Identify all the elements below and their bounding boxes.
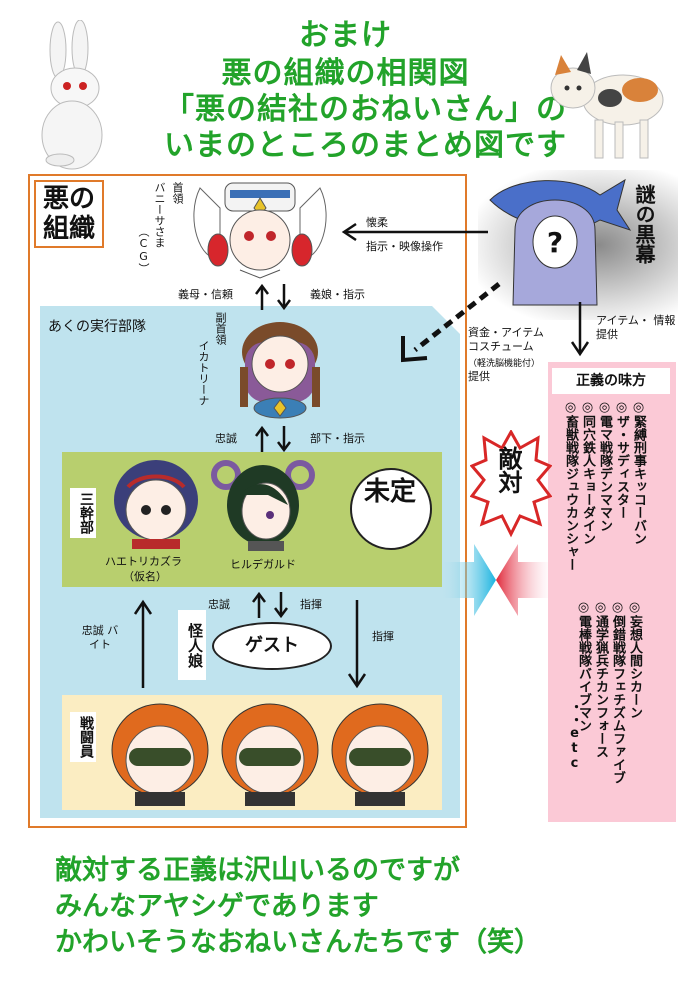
member1-name: ハエトリカズラ: [105, 555, 182, 568]
justice-item-3: ◎電マ戦隊デンママン: [597, 400, 612, 532]
boss-title: 首領: [171, 182, 184, 204]
hostile-burst: [470, 430, 552, 538]
footer-line-1: 敵対する正義は沢山いるのですが: [55, 855, 460, 886]
staff-label: 戦闘員: [70, 712, 96, 762]
boss-name: バニーサさま: [153, 182, 166, 248]
boss-rel-up: 義母・信頼: [178, 288, 233, 301]
footer-line-2: みんなアヤシゲであります: [55, 891, 379, 922]
justice-list-a: ◎緊縛刑事キッコーバン ◎ザ・サディスター ◎電マ戦隊デンママン ◎同穴鉄人キョ…: [562, 400, 647, 650]
evil-org-frame: [28, 174, 467, 828]
vice-sanbu-arrows: [255, 425, 291, 453]
staff-down-arrow: [347, 600, 367, 689]
boss-note: （CG）: [137, 226, 150, 274]
vice-rel-down: 部下・指示: [310, 432, 365, 445]
mystery-to-justice: アイテム・ 情報提供: [596, 314, 676, 341]
justice-item-1: ◎緊縛刑事キッコーバン: [631, 400, 646, 545]
boss-vice-arrows: [255, 283, 291, 311]
hostile-label: 敵対: [494, 446, 522, 494]
guest-oval: ゲスト: [212, 622, 332, 670]
mystery-to-boss-2: 指示・映像操作: [366, 240, 443, 253]
grunt-1: [111, 703, 209, 806]
staff-portraits: [111, 703, 429, 806]
justice-item-2: ◎ザ・サディスター: [614, 400, 629, 519]
sanbu-label: 三幹部: [70, 488, 96, 538]
footer-line-3: かわいそうなおねいさんたちです（笑）: [55, 927, 541, 958]
title-line-3: 「悪の結社のおねいさん」の: [164, 92, 567, 127]
justice-etc: ・・etc: [567, 700, 582, 771]
justice-item-6: ◎妄想人間シカーン: [627, 600, 642, 719]
vice-title: 副首領: [214, 312, 227, 345]
sanbu-rel-down: 指揮: [300, 598, 322, 611]
justice-box: [548, 362, 676, 822]
vice-portrait: [240, 322, 320, 419]
mystery-to-boss-1: 懐柔: [366, 216, 388, 229]
justice-list-b: ◎妄想人間シカーン ◎倒錯戦隊フェチズムファイブ ◎通学猟兵チカンフォース ◎電…: [575, 600, 643, 800]
justice-item-9: ◎電棒戦隊バイブマン: [576, 600, 591, 732]
sanbu-rel-up: 忠誠: [208, 598, 230, 611]
mystery-to-exec-tail: 提供: [468, 370, 490, 383]
justice-item-5: ◎畜獣戦隊ジュウカンシャー: [563, 400, 578, 571]
member3-name: 未定: [363, 477, 416, 507]
mystery-to-justice-arrow: [570, 302, 590, 357]
guest-label: 怪人娘: [178, 610, 206, 680]
title-line-4: いまのところのまとめ図です: [164, 128, 567, 163]
justice-item-8: ◎通学猟兵チカンフォース: [593, 600, 608, 758]
evil-org-label: 悪の組織: [34, 180, 104, 248]
mystery-to-exec: 資金・アイテム コスチューム: [468, 326, 544, 353]
boss-rel-down: 義娘・指示: [310, 288, 365, 301]
justice-label: 正義の味方: [552, 368, 670, 394]
mystery-figure: ?: [489, 178, 632, 306]
cat-illustration: [550, 52, 664, 159]
title-line-1: おまけ: [299, 18, 392, 53]
member1-note: （仮名）: [123, 570, 167, 583]
mystery-label: 謎の黒幕: [632, 184, 656, 264]
member2-portrait: [211, 460, 315, 551]
member2-name: ヒルデガルド: [230, 558, 296, 571]
member3-circle: [350, 468, 432, 550]
rabbit-illustration: [41, 20, 103, 170]
staff-up-arrow: [133, 599, 153, 688]
mystery-to-exec-note: （軽洗脳機能付）: [468, 359, 541, 369]
boss-portrait: [193, 182, 327, 279]
title-line-2: 悪の組織の相関図: [221, 56, 470, 91]
member1-portrait: [114, 460, 198, 549]
confront-arrows: [442, 544, 548, 616]
justice-item-7: ◎倒錯戦隊フェチズムファイブ: [610, 600, 625, 784]
grunt-2: [221, 703, 319, 806]
staff-rel-up: 忠誠 バイト: [81, 624, 119, 651]
mystery-to-boss-arrow: [341, 222, 488, 242]
staff-rel-down: 指揮: [372, 630, 394, 643]
grunt-3: [331, 703, 429, 806]
mystery-symbol: ?: [547, 226, 563, 259]
mystery-to-exec-arrow: [401, 282, 501, 363]
sanbu-guest-arrows: [252, 591, 288, 619]
justice-item-4: ◎同穴鉄人キョーダイン: [580, 400, 595, 545]
vice-name: イカトリーナ: [197, 340, 210, 406]
exec-team-label: あくの実行部隊: [48, 319, 146, 335]
vice-rel-up: 忠誠: [215, 432, 237, 445]
